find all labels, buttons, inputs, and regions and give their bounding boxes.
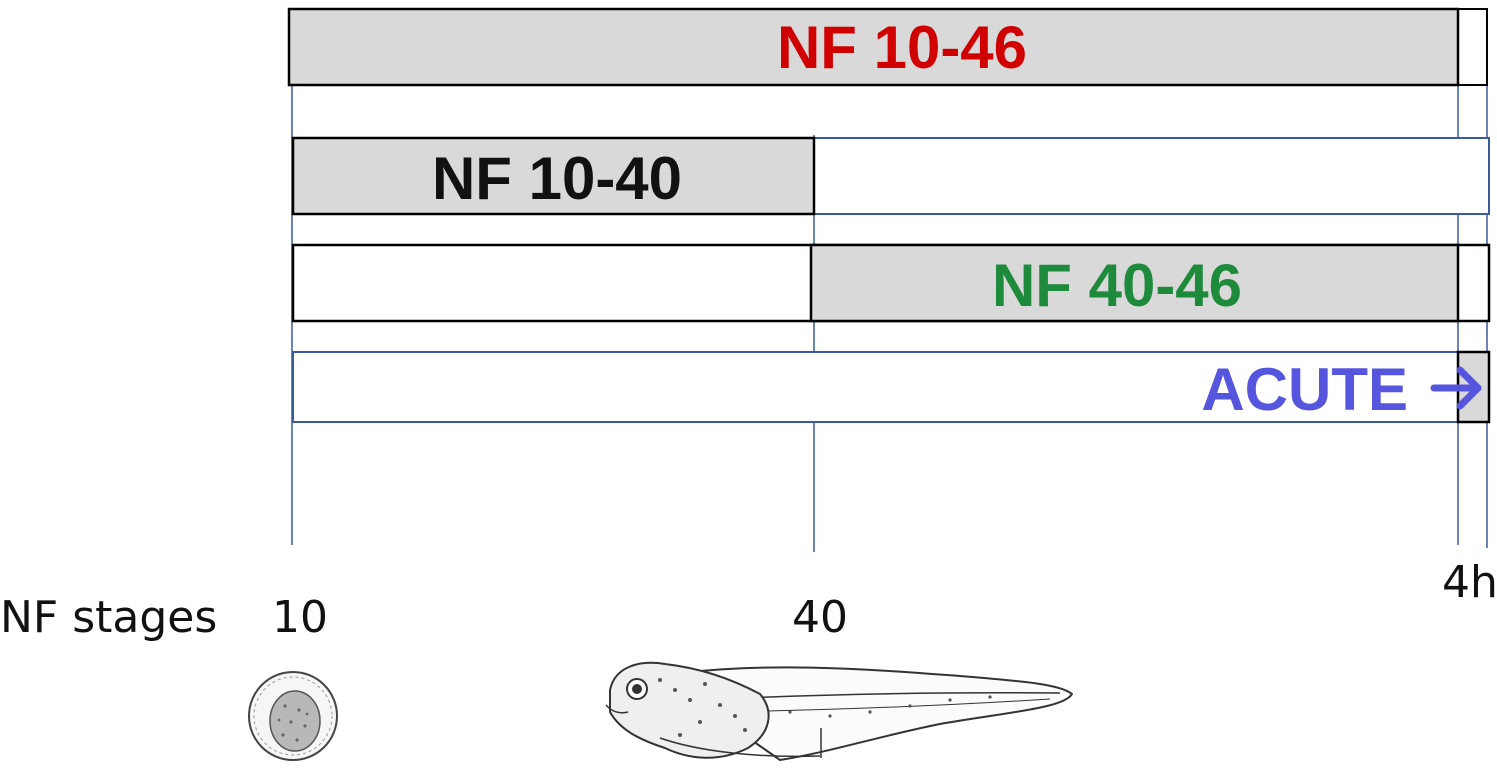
- arrow-right-icon: [1430, 366, 1482, 410]
- tick-label-40: 40: [792, 592, 848, 643]
- bar-10-40-fill: [291, 136, 816, 216]
- bar-row-acute: ACUTE: [292, 350, 1491, 424]
- bar-40-46-fill: [809, 243, 1460, 323]
- tadpole-icon: [605, 661, 1073, 761]
- axis-title: NF stages: [0, 592, 217, 643]
- egg-embryo-icon: [248, 671, 338, 761]
- bar-label-acute: ACUTE: [1201, 356, 1408, 423]
- bar-row-nf-10-46: NF 10-46: [287, 7, 1488, 87]
- tick-label-10: 10: [272, 592, 328, 643]
- bar-10-46-fill: [287, 7, 1460, 87]
- bar-label-nf-10-40: NF 10-40: [432, 145, 682, 212]
- bar-row-nf-10-40: NF 10-40: [291, 136, 1490, 216]
- bar-row-nf-40-46: NF 40-46: [291, 243, 1491, 323]
- tick-label-4h: 4h: [1442, 557, 1497, 608]
- bar-label-nf-10-46: NF 10-46: [777, 14, 1027, 81]
- bar-label-nf-40-46: NF 40-46: [992, 252, 1242, 319]
